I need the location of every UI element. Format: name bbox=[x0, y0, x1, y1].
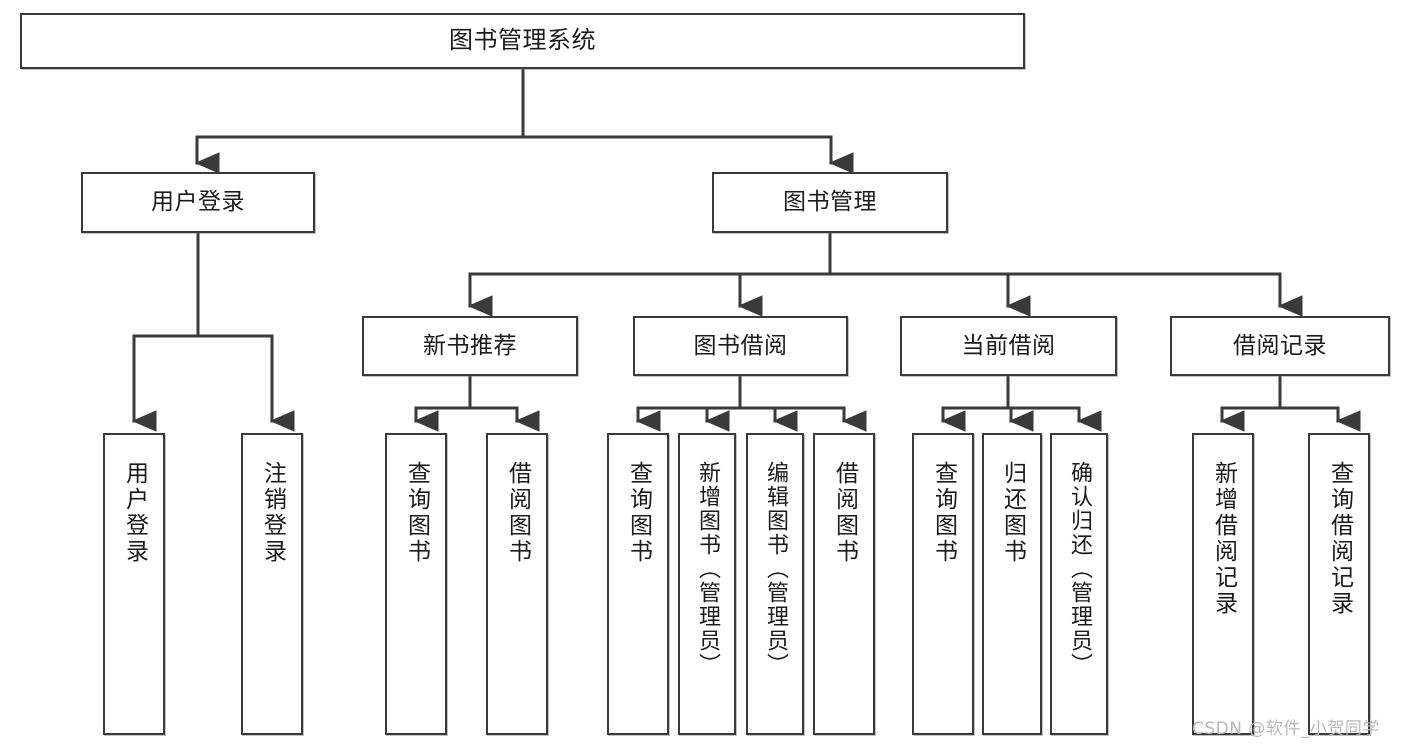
node-label: 用户登录 bbox=[151, 189, 245, 216]
node-label: 归还图书 bbox=[999, 461, 1026, 565]
node-label: 当前借阅 bbox=[961, 332, 1056, 359]
leaf-new-book-borrow[interactable]: 借阅图书 bbox=[486, 433, 548, 735]
node-label: 查询图书 bbox=[930, 461, 957, 565]
node-label: 查询借阅记录 bbox=[1326, 461, 1353, 617]
node-label: 借阅记录 bbox=[1233, 332, 1327, 359]
node-label: 新增借阅记录 bbox=[1210, 461, 1237, 617]
leaf-current-borrow-confirm-return[interactable]: 确认归还（管理员） bbox=[1050, 433, 1108, 735]
leaf-new-book-query[interactable]: 查询图书 bbox=[385, 433, 447, 735]
node-user-login[interactable]: 用户登录 bbox=[81, 172, 315, 233]
leaf-user-login-signin[interactable]: 用户登录 bbox=[103, 433, 165, 735]
leaf-book-borrow-add[interactable]: 新增图书（管理员） bbox=[678, 433, 736, 735]
node-label: 图书管理系统 bbox=[449, 26, 596, 55]
node-label: 图书借阅 bbox=[693, 332, 788, 359]
watermark: CSDN @软件_小贺同学 bbox=[1192, 719, 1380, 739]
node-borrow-record[interactable]: 借阅记录 bbox=[1170, 316, 1390, 376]
node-label: 注销登录 bbox=[259, 461, 286, 565]
leaf-borrow-record-add[interactable]: 新增借阅记录 bbox=[1192, 433, 1254, 735]
node-root-book-management-system[interactable]: 图书管理系统 bbox=[20, 13, 1025, 69]
leaf-current-borrow-return[interactable]: 归还图书 bbox=[982, 433, 1042, 735]
node-book-management[interactable]: 图书管理 bbox=[712, 172, 948, 233]
leaf-borrow-record-query[interactable]: 查询借阅记录 bbox=[1308, 433, 1370, 735]
node-current-borrow[interactable]: 当前借阅 bbox=[900, 316, 1117, 376]
leaf-book-borrow-edit[interactable]: 编辑图书（管理员） bbox=[746, 433, 804, 735]
node-label: 借阅图书 bbox=[504, 461, 531, 565]
node-label: 用户登录 bbox=[121, 461, 148, 565]
node-label: 确认归还（管理员） bbox=[1067, 461, 1092, 677]
node-label: 新增图书（管理员） bbox=[695, 461, 720, 677]
node-label: 查询图书 bbox=[625, 461, 652, 565]
node-label: 新书推荐 bbox=[423, 332, 517, 359]
node-label: 借阅图书 bbox=[831, 461, 858, 565]
node-label: 编辑图书（管理员） bbox=[763, 461, 788, 677]
leaf-user-login-signout[interactable]: 注销登录 bbox=[241, 433, 303, 735]
node-label: 查询图书 bbox=[403, 461, 430, 565]
leaf-book-borrow-query[interactable]: 查询图书 bbox=[607, 433, 669, 735]
node-label: 图书管理 bbox=[783, 189, 877, 216]
node-book-borrow[interactable]: 图书借阅 bbox=[633, 316, 848, 376]
leaf-current-borrow-query[interactable]: 查询图书 bbox=[912, 433, 974, 735]
node-new-book-recommend[interactable]: 新书推荐 bbox=[362, 316, 578, 376]
leaf-book-borrow-borrow[interactable]: 借阅图书 bbox=[813, 433, 875, 735]
